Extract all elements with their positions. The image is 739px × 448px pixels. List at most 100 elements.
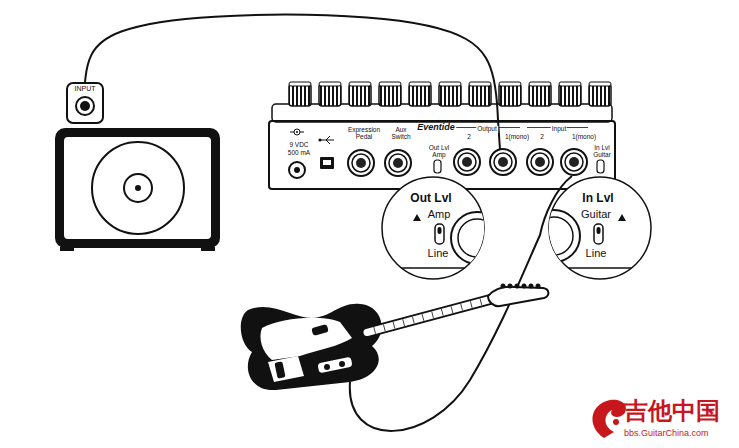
jack-input-1	[569, 157, 579, 167]
pedal-knobs	[409, 82, 431, 86]
usb-port	[320, 157, 334, 169]
usb-symbol	[326, 136, 330, 140]
panel-label: Guitar	[592, 152, 612, 159]
pedal-knobs	[379, 82, 401, 86]
input-jack-box: INPUT	[66, 82, 104, 124]
level-switch	[597, 160, 604, 173]
amp-input-jack	[76, 97, 94, 115]
amplifier	[135, 185, 141, 191]
guitar	[241, 304, 382, 390]
jack-expression	[356, 158, 366, 168]
guitar	[488, 287, 548, 306]
panel-label: 2	[539, 134, 545, 141]
zoom-outline	[458, 219, 496, 257]
zoom-outline	[548, 267, 652, 269]
pedal-knobs	[559, 82, 581, 86]
guitar-frets	[383, 324, 385, 331]
jack-output-2	[454, 149, 480, 175]
zoom-outline	[528, 210, 580, 262]
amplifier	[201, 247, 215, 251]
jack-output-1	[490, 149, 516, 175]
level-switch	[434, 160, 604, 173]
pedal-knobs	[289, 82, 311, 86]
cable	[85, 15, 498, 120]
output-wire	[498, 120, 500, 150]
pedal-knobs	[589, 82, 611, 86]
zoom-outline	[535, 217, 573, 255]
panel-label: 1(mono)	[571, 134, 597, 141]
guitar	[241, 284, 549, 391]
pedal-knobs	[349, 82, 371, 86]
zoom-outline	[597, 227, 601, 234]
level-switch	[434, 160, 441, 173]
pedal-knobs	[499, 84, 521, 106]
jack-aux	[385, 150, 411, 176]
pedal-knobs	[499, 82, 521, 86]
guitar-cable	[350, 176, 572, 431]
guitar-tuners	[508, 284, 513, 289]
panel-label: Aux Switch	[385, 127, 417, 141]
power-symbol	[290, 132, 304, 133]
guitar	[317, 357, 352, 374]
pedal-knobs	[319, 82, 341, 86]
zoom-outline	[528, 210, 652, 268]
usb-port	[320, 157, 334, 169]
pedal-knobs	[289, 82, 611, 106]
guitar	[365, 299, 492, 333]
pedal-knobs	[289, 84, 311, 106]
panel-label: 500 mA	[287, 150, 311, 157]
switch-label: Out Lvl	[409, 192, 452, 205]
amplifier	[60, 247, 74, 251]
switch-label: Line	[427, 248, 450, 260]
zoom-circle: In LvlGuitarLine	[548, 176, 652, 280]
jack-input-1	[561, 149, 587, 175]
pedal-knobs	[529, 84, 551, 106]
pedal-knobs	[349, 84, 371, 106]
power-jack	[289, 162, 305, 178]
jack-aux	[393, 158, 403, 168]
pedal-knobs	[589, 84, 611, 106]
watermark: 吉他中国	[624, 398, 720, 424]
zoom-outline	[438, 227, 442, 234]
pedal-knobs	[529, 82, 551, 86]
switch-label: Line	[585, 248, 608, 260]
guitar-tuners	[529, 284, 534, 289]
panel-label: Amp	[431, 152, 446, 159]
panel-label: 1(mono)	[504, 134, 530, 141]
panel-label: 2	[466, 134, 472, 141]
guitar	[274, 361, 285, 378]
jack-input-1	[561, 149, 587, 175]
guitar-frets	[461, 304, 463, 311]
jack-output-1	[494, 153, 512, 171]
zoom-outline	[435, 224, 444, 244]
panel-label: INPUT	[74, 85, 97, 92]
switch-label: Guitar	[580, 209, 612, 221]
switch-label: Amp	[427, 209, 452, 221]
guitar-frets	[441, 309, 443, 316]
jack-aux	[389, 154, 407, 172]
jack-input-2	[527, 149, 553, 175]
amplifier	[55, 128, 220, 251]
amplifier	[92, 142, 184, 234]
zoom-outline	[413, 214, 421, 221]
panel-label: In Lvl	[593, 145, 611, 152]
pedal-jacks	[289, 120, 604, 178]
jack-expression	[352, 154, 370, 172]
guitar-frets	[393, 322, 395, 329]
pedal-knobs	[559, 84, 581, 106]
jack-output-2	[458, 153, 476, 171]
guitar-frets	[403, 319, 405, 326]
panel-label: Input	[551, 126, 567, 133]
amplifier	[55, 128, 220, 248]
jack-input-2	[531, 153, 549, 171]
guitar	[268, 356, 304, 382]
jack-input-2	[527, 149, 553, 175]
guitar-frets	[480, 299, 482, 306]
guitar-cable	[350, 176, 572, 431]
usb-symbol	[318, 136, 334, 144]
guitar	[324, 364, 330, 370]
jack-input-1	[565, 153, 583, 171]
guitar-frets	[374, 299, 482, 334]
pedal-knobs	[319, 84, 341, 106]
